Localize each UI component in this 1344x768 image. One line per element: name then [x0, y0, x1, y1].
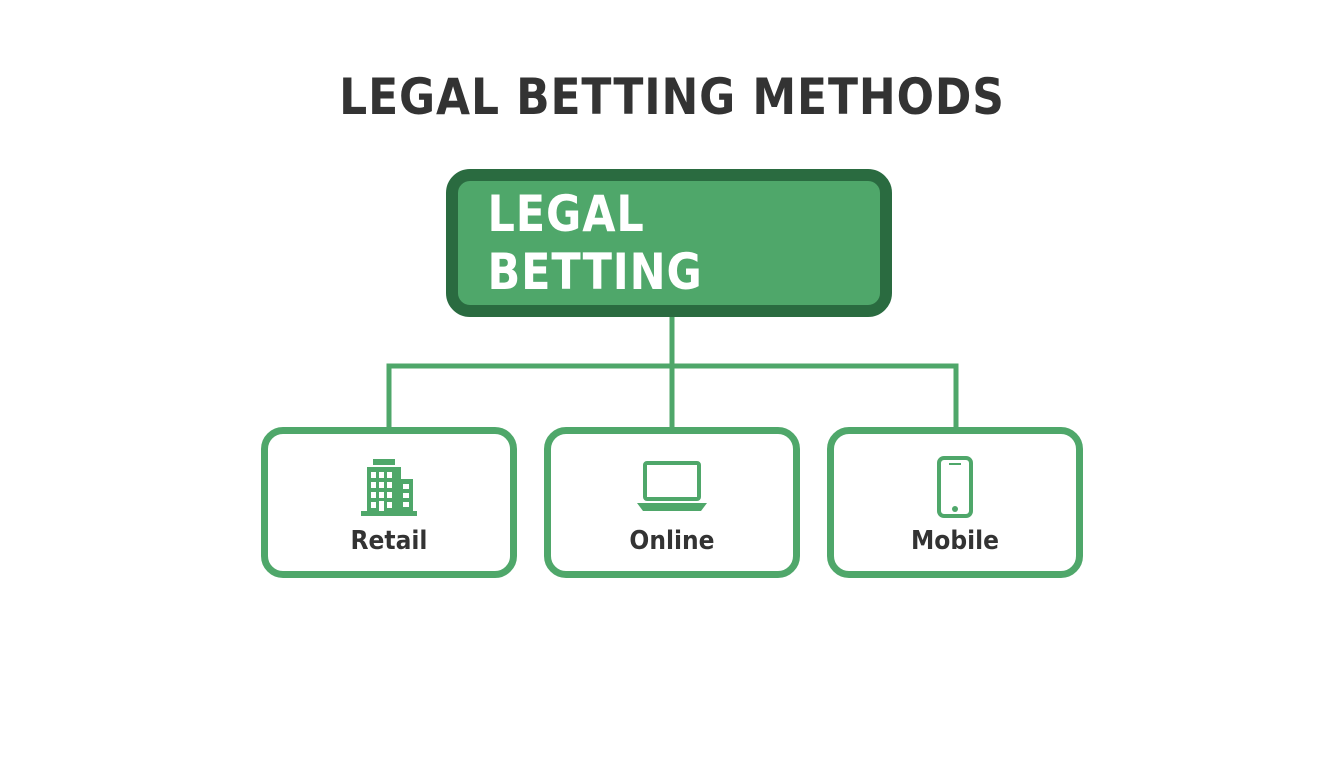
- child-node-retail: Retail: [261, 427, 517, 578]
- child-node-label: Mobile: [910, 526, 1000, 556]
- child-node-mobile: Mobile: [827, 427, 1083, 578]
- page-title: LEGAL BETTING METHODS: [339, 68, 1005, 126]
- child-node-online: Online: [544, 427, 800, 578]
- child-node-label: Online: [629, 526, 715, 556]
- root-node-label: LEGAL BETTING: [487, 185, 703, 301]
- smartphone-icon: [834, 456, 1076, 518]
- laptop-icon: [551, 456, 793, 518]
- child-node-label: Retail: [350, 526, 428, 556]
- building-icon: [268, 456, 510, 518]
- root-node-legal-betting: LEGAL BETTING: [446, 169, 892, 317]
